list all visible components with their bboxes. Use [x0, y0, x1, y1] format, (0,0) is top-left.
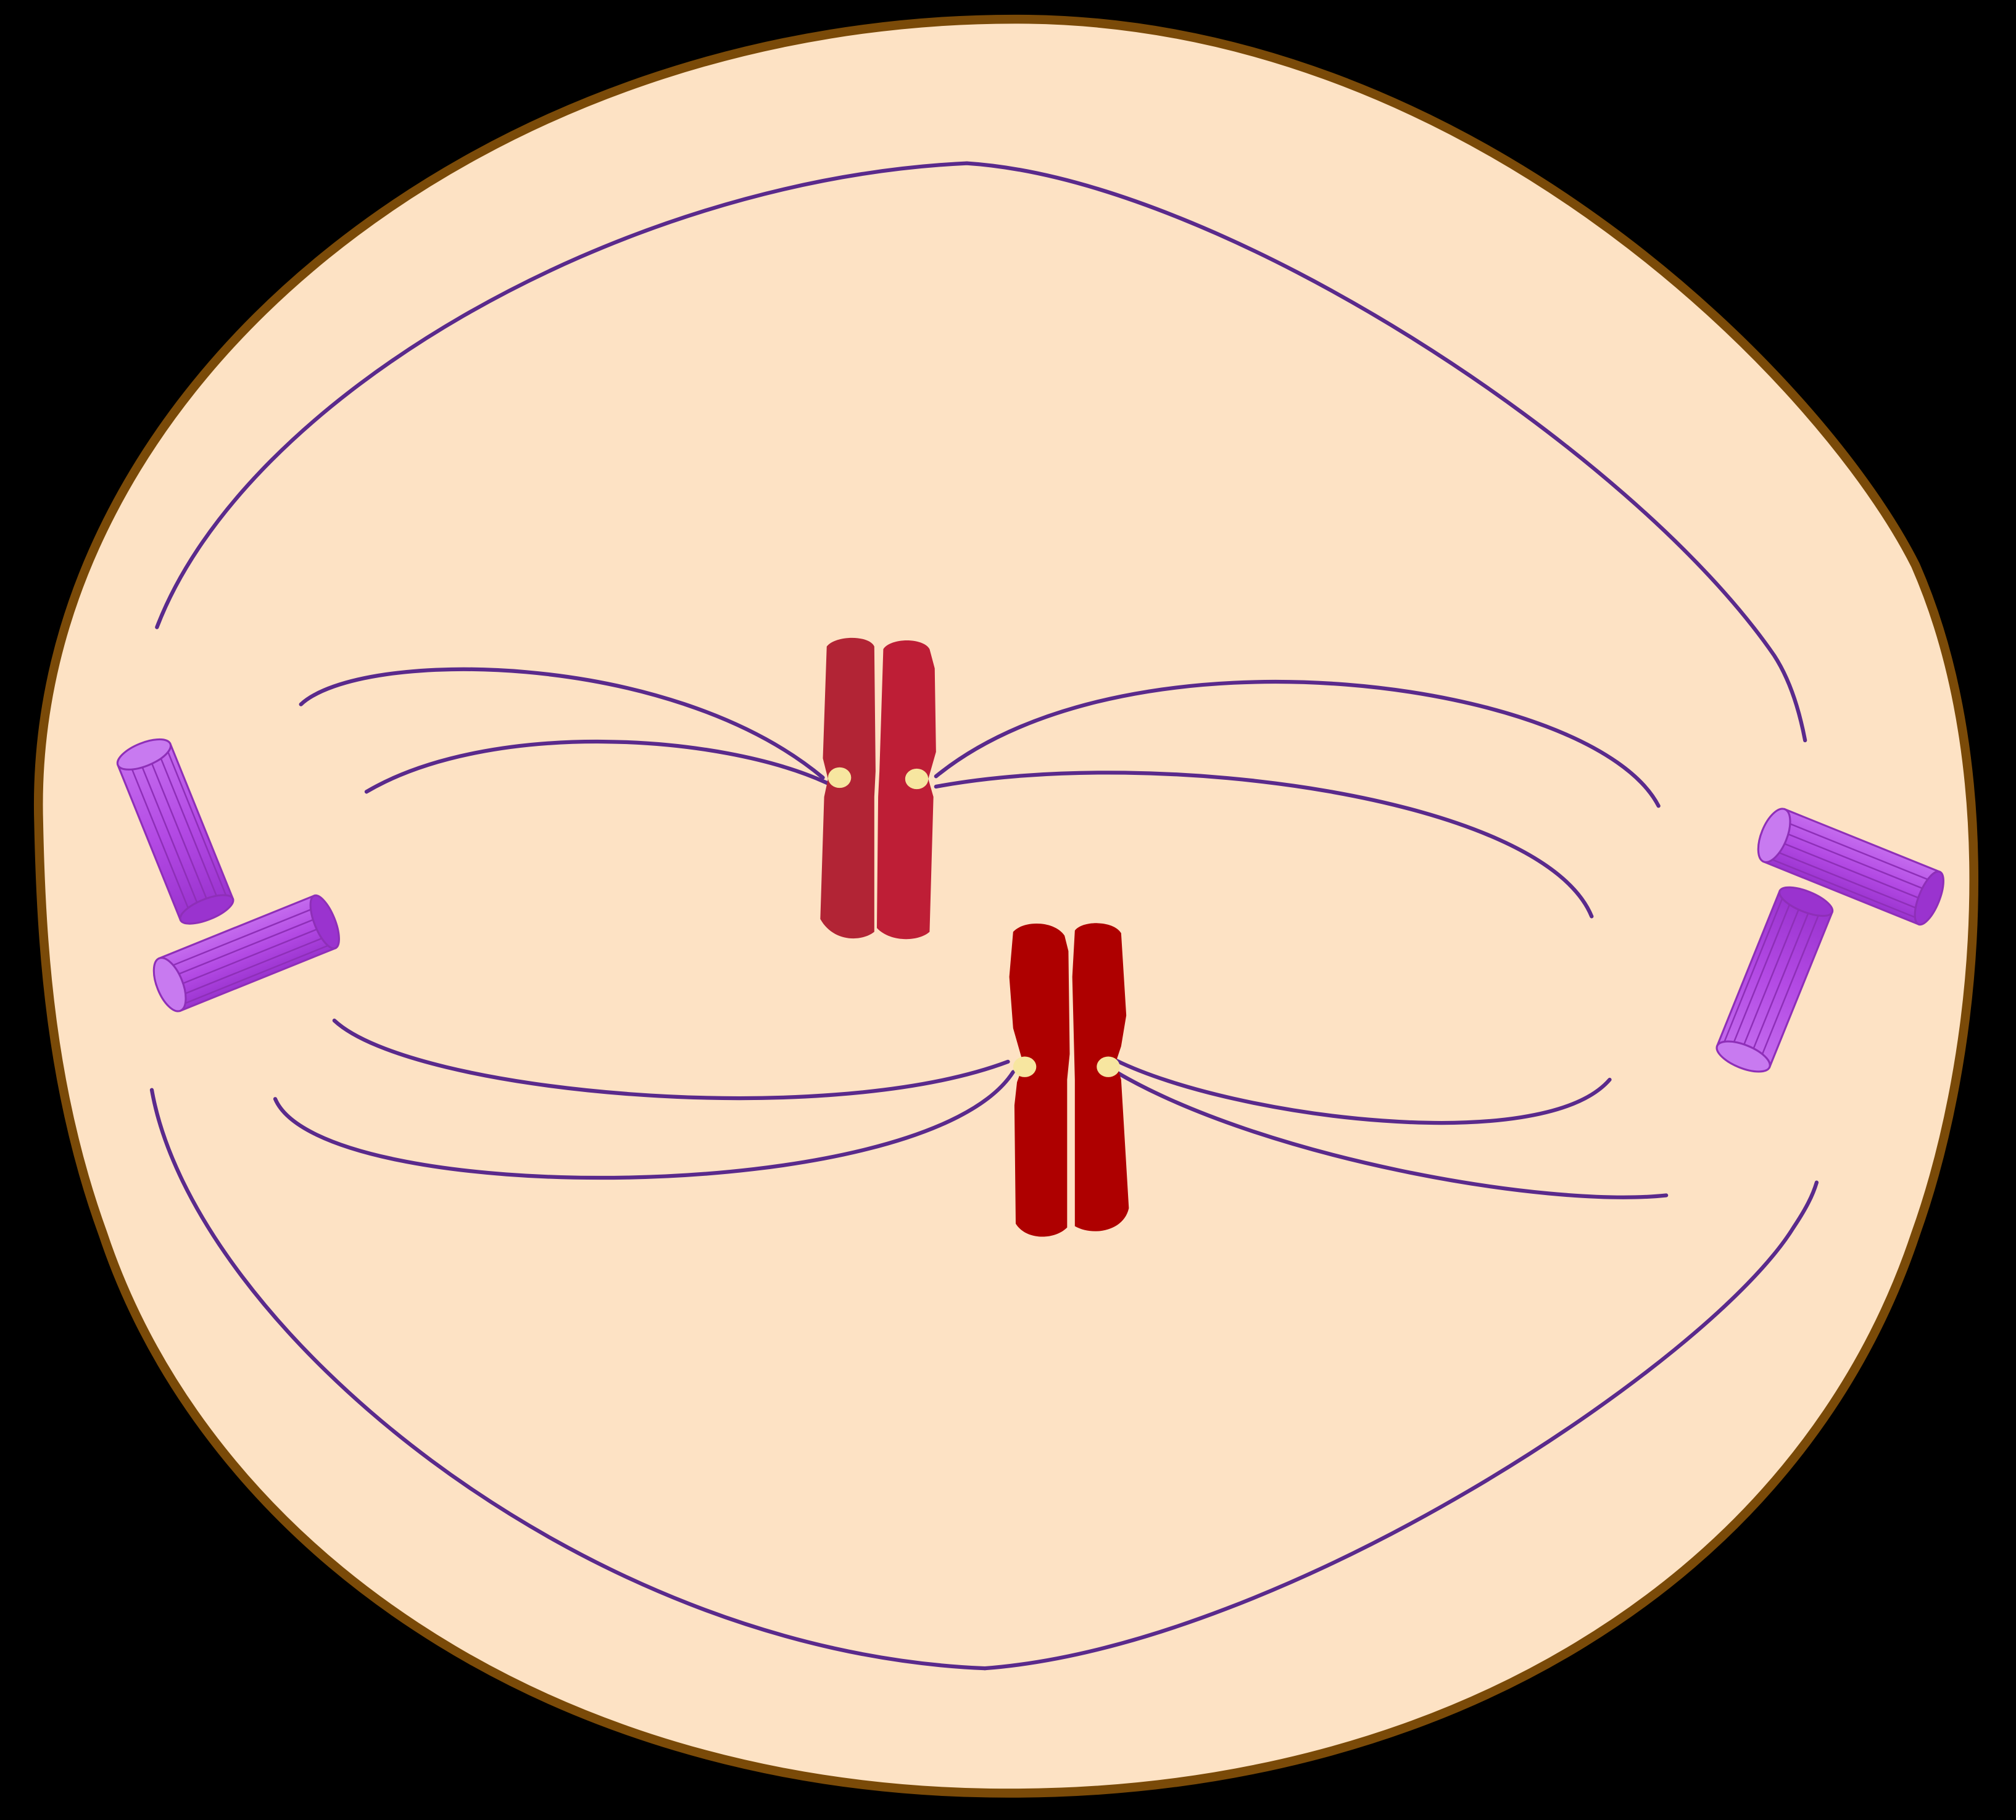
left-centriole-pair [116, 738, 340, 1012]
spindle-fiber-upper-left-1 [299, 667, 825, 780]
upper-chromosome [820, 637, 936, 940]
lower-centromere-left [1013, 1056, 1037, 1077]
spindle-fiber-outer-top-left [155, 161, 969, 629]
spindle-fiber-upper-right-1 [934, 679, 1661, 808]
spindle-fiber-outer-top-right [964, 161, 1807, 743]
lower-centromere-right [1097, 1056, 1120, 1077]
right-centriole-horizontal [1757, 808, 1944, 926]
lower-chromosome-right-chromatid [1072, 923, 1129, 1231]
left-centriole-horizontal [152, 894, 340, 1012]
spindle-fiber-lower-right-1 [1114, 1058, 1612, 1125]
cell-membrane [34, 14, 1978, 1798]
spindle-fiber-outer-bottom-right [982, 1180, 1819, 1671]
upper-chromosome-right-chromatid [877, 640, 936, 940]
lower-chromosome [1009, 923, 1129, 1237]
spindle-fiber-lower-left-1 [332, 1019, 1010, 1101]
spindle-fiber-lower-right-2 [1114, 1070, 1669, 1199]
lower-chromosome-left-chromatid [1009, 924, 1070, 1237]
spindle-fiber-outer-bottom-left [149, 1088, 987, 1671]
left-centriole-vertical [116, 738, 234, 925]
upper-centromere-right [905, 768, 929, 790]
upper-centromere-left [828, 767, 852, 788]
right-centriole-pair [1715, 808, 1944, 1073]
spindle-fiber-upper-left-2 [364, 739, 832, 794]
spindle-fibers [149, 161, 1819, 1671]
spindle-fiber-upper-right-2 [934, 771, 1594, 919]
upper-chromosome-left-chromatid [820, 637, 876, 939]
spindle-fiber-lower-left-2 [273, 1070, 1015, 1180]
right-centriole-vertical [1715, 886, 1834, 1073]
